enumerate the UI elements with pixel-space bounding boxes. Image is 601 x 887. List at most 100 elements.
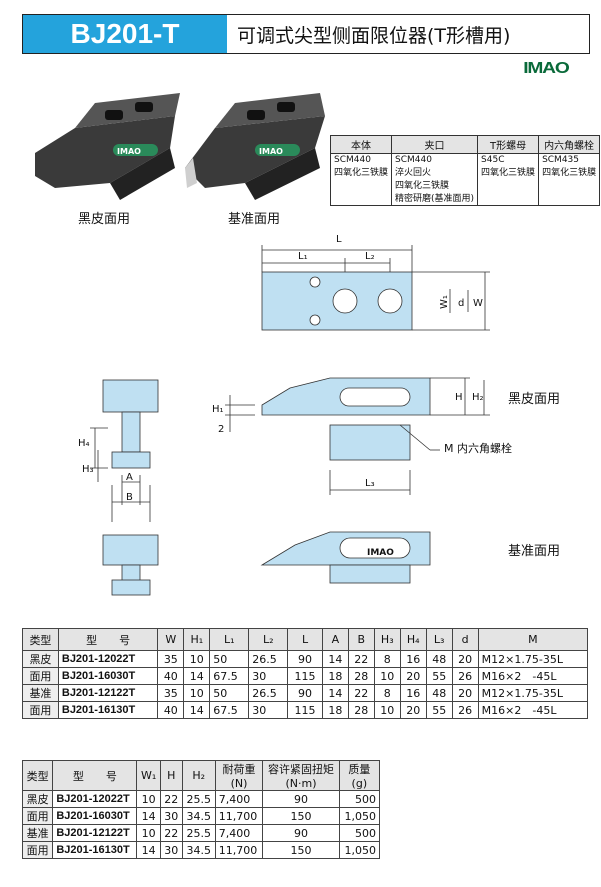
value-cell: M12×1.75-35L [477, 684, 589, 702]
t1-header-H1: H₁ [183, 628, 211, 651]
value-cell: 22 [347, 650, 375, 668]
t2-header-model: 型 号 [52, 760, 138, 791]
value-cell: M12×1.75-35L [477, 650, 589, 668]
t1-header-M: M [477, 628, 589, 651]
value-cell: 14 [321, 684, 349, 702]
value-cell: 30 [159, 807, 183, 825]
photo-reference: IMAO [185, 93, 325, 200]
model-cell: BJ201-12122T [52, 824, 138, 842]
dim-L3: L₃ [365, 478, 375, 489]
caption-reference: 基准面用 [228, 212, 281, 227]
dim-L: L [336, 234, 342, 245]
model-cell: BJ201-16130T [57, 701, 159, 719]
model-cell: BJ201-12022T [52, 790, 138, 808]
value-cell: 1,050 [338, 807, 381, 825]
dim-H3: H₃ [82, 464, 94, 475]
value-cell: 20 [399, 667, 427, 685]
t2-header-H: H [159, 760, 183, 791]
t1-header-L2: L₂ [248, 628, 289, 651]
value-cell: 48 [425, 650, 453, 668]
value-cell: 150 [262, 807, 340, 825]
value-cell: 10 [183, 684, 211, 702]
value-cell: 20 [451, 684, 479, 702]
value-cell: 11,700 [214, 807, 264, 825]
value-cell: 10 [373, 667, 401, 685]
value-cell: 30 [248, 667, 289, 685]
value-cell: 115 [287, 667, 323, 685]
value-cell: M16×2 -45L [477, 667, 589, 685]
value-cell: 34.5 [181, 807, 216, 825]
value-cell: 90 [262, 824, 340, 842]
dim-W: W [473, 298, 483, 309]
t1-header-d: d [451, 628, 479, 651]
value-cell: 18 [321, 701, 349, 719]
value-cell: 25.5 [181, 790, 216, 808]
t2-header-load: 耐荷重(N) [214, 760, 264, 791]
value-cell: 30 [248, 701, 289, 719]
value-cell: 1,050 [338, 841, 381, 859]
label-hex-bolt: M 内六角螺栓 [444, 441, 512, 455]
value-cell: 26 [451, 667, 479, 685]
value-cell: 150 [262, 841, 340, 859]
value-cell: 20 [451, 650, 479, 668]
value-cell: 25.5 [181, 824, 216, 842]
value-cell: 16 [399, 684, 427, 702]
mat-header-bolt: 内六角螺栓 [538, 135, 601, 154]
label-black-skin-side: 黑皮面用 [508, 392, 560, 407]
type-cell: 面用 [21, 807, 54, 825]
photo-badge-right: IMAO [259, 147, 283, 156]
technical-drawing: L L₁ L₂ W₁ d W H H₂ H₁ 2 H₄ H₃ A B L₃ IM… [78, 234, 560, 596]
value-cell: 500 [338, 824, 381, 842]
mat-header-jaw: 夹口 [391, 135, 479, 154]
value-cell: 35 [157, 650, 185, 668]
value-cell: 18 [321, 667, 349, 685]
t2-header-type: 类型 [21, 760, 54, 791]
value-cell: 50 [209, 650, 250, 668]
value-cell: 55 [425, 701, 453, 719]
value-cell: 22 [347, 684, 375, 702]
value-cell: 11,700 [214, 841, 264, 859]
t2-header-mass: 质量(g) [338, 760, 381, 791]
model-cell: BJ201-16130T [52, 841, 138, 859]
value-cell: 26.5 [248, 650, 289, 668]
model-cell: BJ201-16030T [57, 667, 159, 685]
value-cell: 14 [136, 841, 161, 859]
t1-header-model: 型 号 [57, 628, 159, 651]
t1-header-L3: L₃ [425, 628, 453, 651]
t2-header-W1: W₁ [136, 760, 161, 791]
type-cell: 面用 [22, 667, 59, 685]
dim-L1: L₁ [298, 251, 308, 262]
value-cell: 67.5 [209, 701, 250, 719]
value-cell: 55 [425, 667, 453, 685]
value-cell: M16×2 -45L [477, 701, 589, 719]
type-cell: 黑皮 [22, 650, 59, 668]
value-cell: 50 [209, 684, 250, 702]
value-cell: 35 [157, 684, 185, 702]
dim-H4: H₄ [78, 438, 90, 449]
value-cell: 115 [287, 701, 323, 719]
value-cell: 90 [287, 650, 323, 668]
type-cell: 基准 [21, 824, 54, 842]
value-cell: 30 [159, 841, 183, 859]
value-cell: 500 [338, 790, 381, 808]
value-cell: 67.5 [209, 667, 250, 685]
dim-2: 2 [218, 424, 224, 435]
t1-header-L1: L₁ [209, 628, 250, 651]
dim-B: B [126, 492, 133, 503]
dim-H1: H₁ [212, 404, 224, 415]
value-cell: 7,400 [214, 790, 264, 808]
value-cell: 14 [136, 807, 161, 825]
photo-badge-left: IMAO [117, 147, 141, 156]
value-cell: 20 [399, 701, 427, 719]
t1-header-L: L [287, 628, 323, 651]
brand-logo: IMAO [523, 60, 570, 77]
value-cell: 22 [159, 824, 183, 842]
t1-header-B: B [347, 628, 375, 651]
